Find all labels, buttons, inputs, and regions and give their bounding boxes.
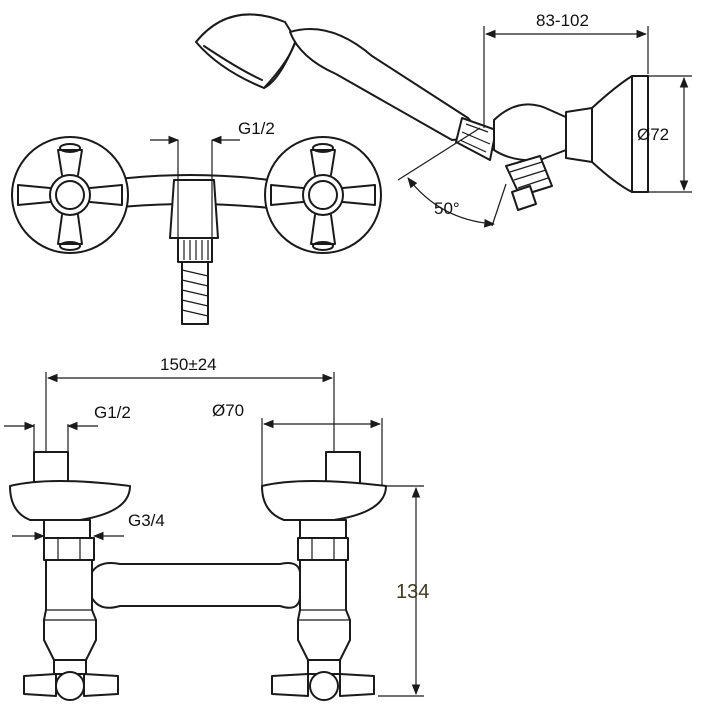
label-tilt-angle: 50°: [434, 199, 460, 218]
right-rosette-top: [264, 136, 382, 254]
label-wall-bracket-diameter: Ø72: [637, 125, 669, 144]
label-rosette-diameter: Ø70: [212, 401, 244, 420]
label-height: 134: [396, 581, 429, 603]
right-inlet-stub: [325, 451, 361, 485]
right-rosette-front: [261, 480, 387, 521]
right-cross-handle-icon: [270, 143, 376, 251]
dim-tilt-angle: 50°: [397, 127, 507, 228]
hand-shower: [195, 13, 649, 211]
dim-wall-bracket-diameter: Ø72: [637, 75, 692, 193]
hose-icon: [181, 261, 209, 325]
left-nut: [43, 537, 95, 561]
mixer-body-front: [91, 562, 301, 609]
mixer-top-view: [11, 136, 382, 325]
left-rosette-front: [9, 480, 131, 521]
label-thread-inlet: G1/2: [94, 403, 131, 422]
dim-rosette-diameter: Ø70: [212, 401, 383, 486]
wall-bracket-icon: [565, 75, 649, 193]
dim-thread-connection: G3/4: [12, 511, 165, 541]
right-nut: [297, 537, 349, 561]
label-thread-top: G1/2: [238, 119, 275, 138]
left-rosette-top: [11, 136, 129, 254]
dim-height: 134: [378, 485, 429, 697]
label-hand-shower-range: 83-102: [536, 11, 589, 30]
dim-hand-shower-range: 83-102: [483, 11, 649, 128]
left-inlet-stub: [33, 451, 69, 485]
dim-thread-inlet: G1/2: [4, 403, 131, 452]
dim-center-distance: 150±24: [45, 355, 335, 452]
left-cross-handle-icon: [17, 143, 123, 251]
label-thread-connection: G3/4: [128, 511, 165, 530]
mixer-front-view: [9, 451, 387, 701]
label-center-distance: 150±24: [160, 355, 217, 374]
dim-thread-top: G1/2: [150, 119, 275, 238]
